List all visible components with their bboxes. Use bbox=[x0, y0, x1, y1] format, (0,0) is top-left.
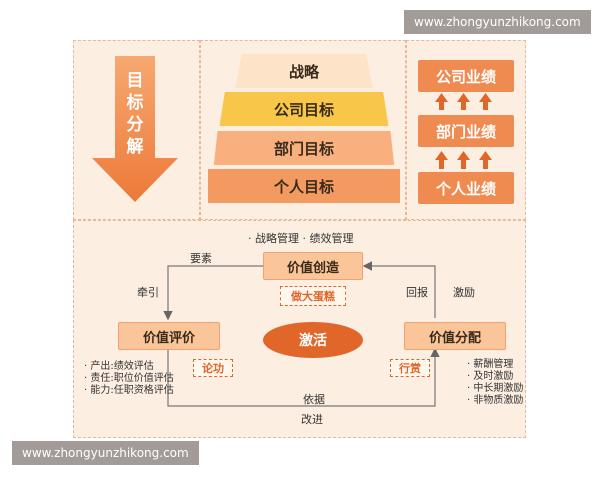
enlarge-cake-tag: 做大蛋糕 bbox=[280, 286, 346, 306]
reward-tag: 行赏 bbox=[390, 359, 430, 377]
distribution-list-item: · 中长期激励 bbox=[467, 383, 524, 394]
pyramid-tier-department: 部门目标 bbox=[213, 131, 395, 165]
evaluation-list-item: · 责任:职位价值评估 bbox=[84, 373, 174, 384]
watermark-top: www.zhongyunzhikong.com bbox=[404, 10, 591, 34]
activation-ellipse: 激活 bbox=[263, 322, 363, 358]
goal-char-4: 解 bbox=[126, 137, 144, 157]
goal-char-3: 分 bbox=[126, 115, 144, 135]
cycle-connectors bbox=[163, 261, 440, 407]
pyramid-tier-strategy: 战略 bbox=[235, 54, 373, 88]
distribution-list-item: · 非物质激励 bbox=[467, 395, 524, 406]
up-arrow-icon bbox=[479, 151, 492, 169]
company-performance-box: 公司业绩 bbox=[418, 60, 514, 92]
label-traction: 牵引 bbox=[137, 286, 159, 299]
goal-decomposition-arrow bbox=[92, 56, 178, 202]
up-arrow-icon bbox=[435, 151, 448, 169]
evaluation-list-item: · 产出:绩效评估 bbox=[84, 361, 154, 372]
performance-up-arrows bbox=[435, 93, 492, 169]
label-elements: 要素 bbox=[190, 252, 212, 265]
goal-decomposition-label: 目 标 分 解 bbox=[115, 70, 155, 158]
individual-performance-box: 个人业绩 bbox=[418, 172, 514, 204]
evaluation-list-item: · 能力:任职资格评估 bbox=[84, 385, 174, 396]
department-performance-box: 部门业绩 bbox=[418, 115, 514, 147]
watermark-bottom: www.zhongyunzhikong.com bbox=[12, 441, 199, 465]
goal-char-1: 目 bbox=[126, 71, 144, 91]
up-arrow-icon bbox=[457, 151, 470, 169]
up-arrow-icon bbox=[479, 93, 492, 110]
goal-char-2: 标 bbox=[126, 93, 144, 113]
pyramid-tier-individual: 个人目标 bbox=[208, 169, 400, 203]
distribution-list-item: · 及时激励 bbox=[467, 371, 514, 382]
pyramid-tier-company: 公司目标 bbox=[219, 92, 389, 126]
up-arrow-icon bbox=[435, 93, 448, 110]
distribution-list-item: · 薪酬管理 bbox=[467, 359, 514, 370]
value-distribution-node: 价值分配 bbox=[404, 322, 506, 350]
merit-tag: 论功 bbox=[193, 359, 233, 377]
value-evaluation-node: 价值评价 bbox=[118, 322, 220, 350]
up-arrow-icon bbox=[457, 93, 470, 110]
label-improve: 改进 bbox=[301, 413, 323, 426]
label-return: 回报 bbox=[406, 286, 428, 299]
evaluation-list: · 产出:绩效评估 · 责任:职位价值评估 · 能力:任职资格评估 bbox=[84, 361, 174, 397]
label-basis: 依据 bbox=[303, 393, 325, 406]
label-incentive: 激励 bbox=[453, 286, 475, 299]
distribution-list: · 薪酬管理 · 及时激励 · 中长期激励 · 非物质激励 bbox=[467, 359, 523, 407]
top-caption: · 战略管理 · 绩效管理 bbox=[248, 232, 354, 245]
value-creation-node: 价值创造 bbox=[263, 252, 363, 280]
